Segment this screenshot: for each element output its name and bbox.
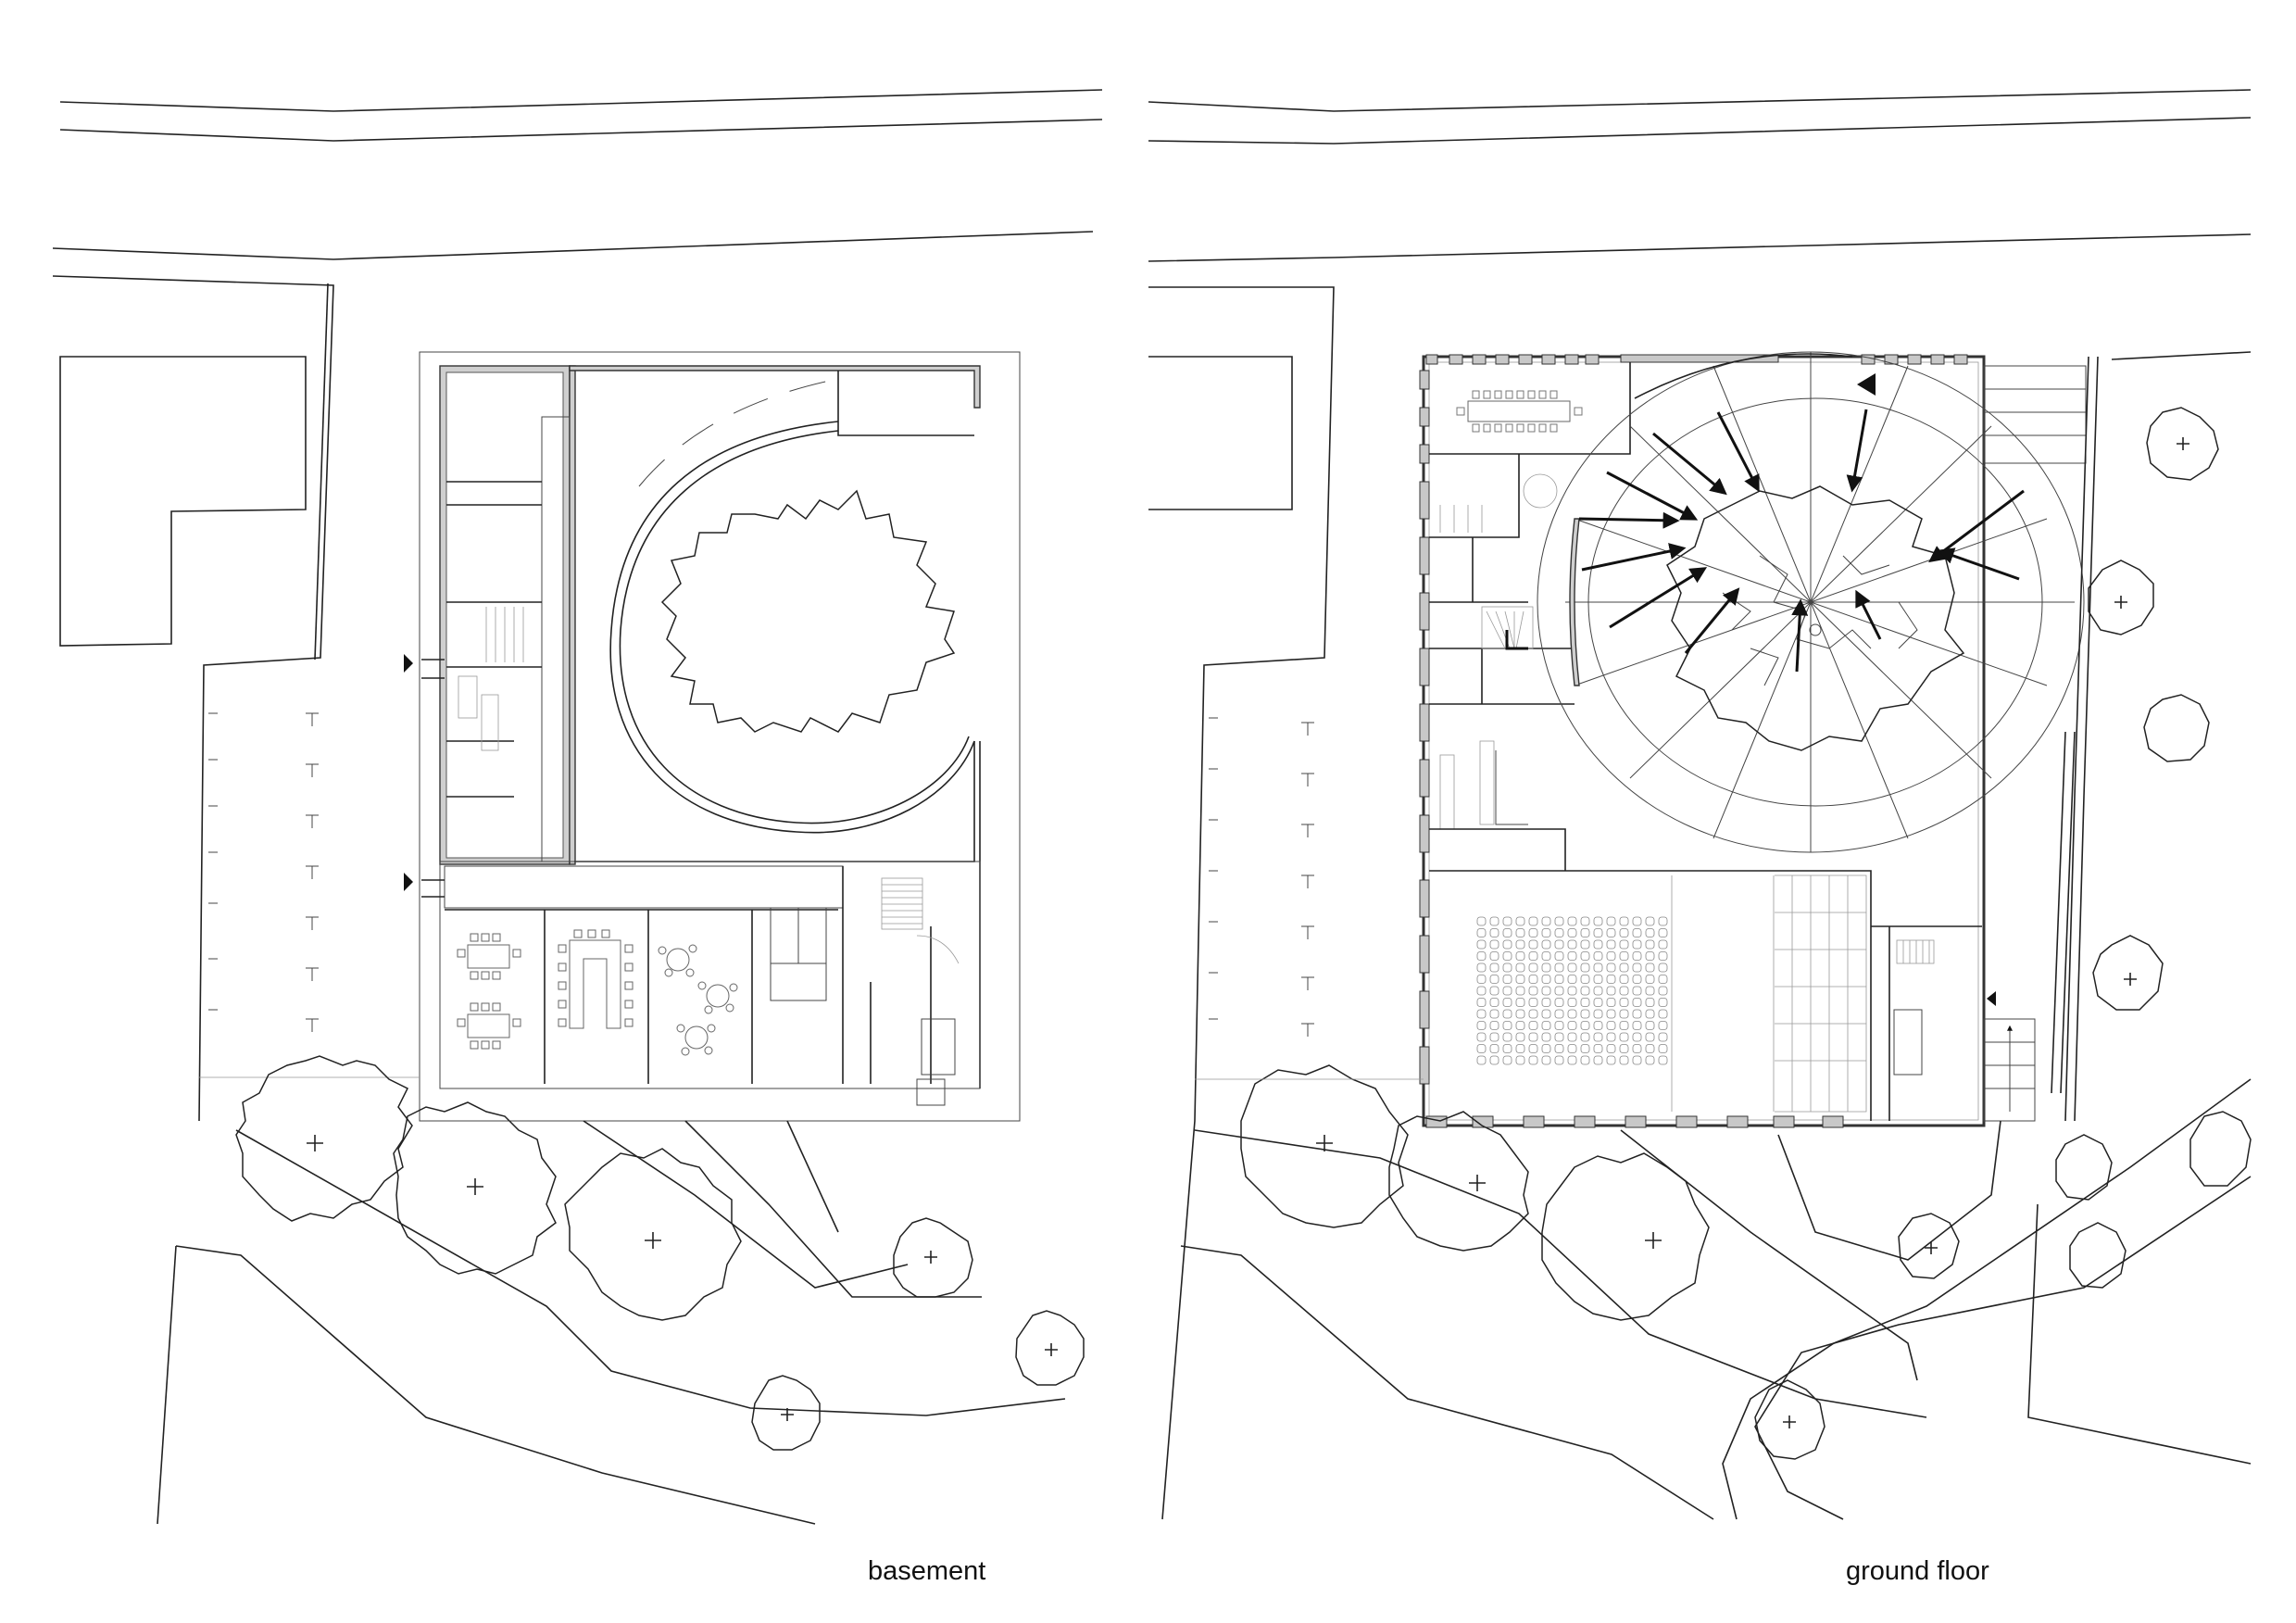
ground-floor-trees bbox=[1240, 407, 2252, 1460]
entrance-marker bbox=[404, 873, 413, 891]
basement-plan bbox=[52, 89, 1103, 1525]
entrance-marker bbox=[1987, 991, 1996, 1006]
foyer-ellipse bbox=[1537, 351, 2085, 853]
basement-trees bbox=[235, 1055, 1085, 1451]
basement-caption: basement bbox=[868, 1556, 986, 1586]
entrance-marker bbox=[1857, 373, 1876, 396]
neighbour-boundary bbox=[52, 275, 334, 1122]
ground-floor-caption: ground floor bbox=[1846, 1556, 1989, 1586]
central-sculpture bbox=[1666, 485, 1965, 751]
foyer-arrows bbox=[1578, 409, 2025, 673]
courtyard-tree bbox=[660, 489, 956, 733]
auditorium-seats bbox=[1476, 916, 1668, 1065]
facade-piers bbox=[1419, 354, 1968, 1128]
ground-floor-plan bbox=[1148, 89, 2252, 1520]
meeting-tables bbox=[457, 929, 738, 1056]
parking-markers bbox=[208, 712, 319, 1032]
entrance-marker bbox=[404, 654, 413, 673]
neighbour-building bbox=[59, 356, 307, 647]
basement-walls bbox=[421, 365, 981, 1106]
